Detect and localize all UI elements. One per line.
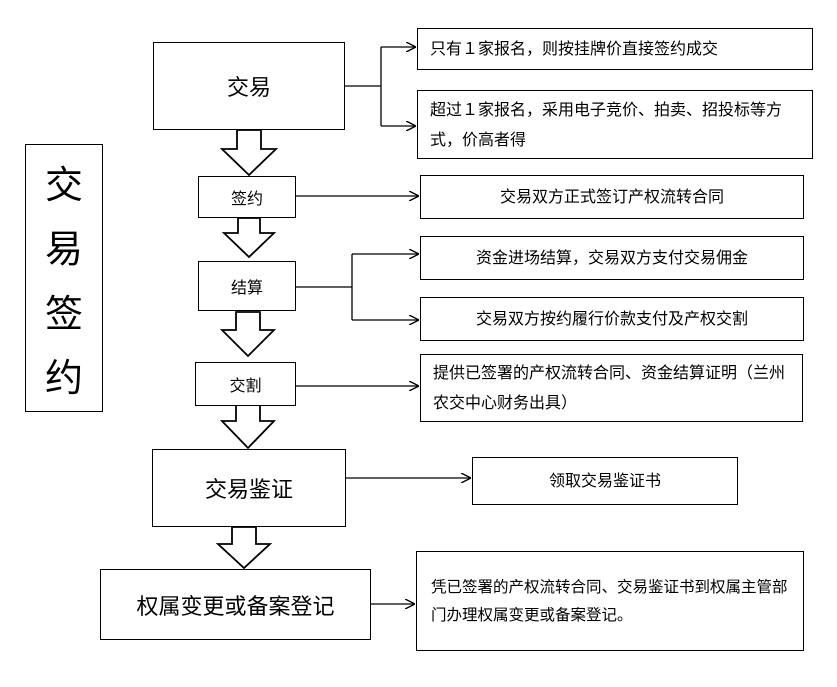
- down-arrow-icon: [219, 404, 277, 450]
- note-settle-pay-text: 交易双方按约履行价款支付及产权交割: [475, 309, 748, 328]
- note-verify-text: 领取交易鉴证书: [548, 471, 661, 490]
- note-deliver-text: 提供已签署的产权流转合同、资金结算证明（兰州农交中心财务出具）: [433, 363, 786, 412]
- note-sign: 交易双方正式签订产权流转合同: [420, 175, 804, 219]
- note-settle-funds-text: 资金进场结算，交易双方支付交易佣金: [475, 248, 748, 267]
- down-arrow-icon: [219, 129, 279, 177]
- side-title-char: 签: [44, 291, 83, 336]
- note-trade-multi: 超过１家报名，采用电子竞价、拍卖、招投标等方式，价高者得: [417, 90, 813, 159]
- step-trade-label: 交易: [226, 76, 271, 101]
- step-register-label: 权属变更或备案登记: [136, 594, 335, 620]
- note-settle-funds: 资金进场结算，交易双方支付交易佣金: [420, 236, 804, 280]
- note-sign-text: 交易双方正式签订产权流转合同: [499, 187, 724, 206]
- step-sign-label: 签约: [230, 189, 263, 208]
- step-settle-label: 结算: [230, 278, 263, 297]
- note-trade-single-text: 只有１家报名，则按挂牌价直接签约成交: [430, 39, 719, 58]
- side-title-box: 交 易 签 约: [25, 144, 103, 412]
- side-title-char: 约: [44, 355, 83, 400]
- note-trade-single: 只有１家报名，则按挂牌价直接签约成交: [417, 28, 813, 70]
- note-trade-multi-text: 超过１家报名，采用电子竞价、拍卖、招投标等方式，价高者得: [430, 99, 783, 149]
- step-deliver-label: 交割: [229, 376, 262, 395]
- side-title-char: 交: [44, 163, 83, 208]
- down-arrow-icon: [215, 526, 273, 570]
- note-register-text: 凭已签署的产权流转合同、交易鉴证书到权属主管部门办理权属变更或备案登记。: [431, 578, 788, 624]
- note-verify: 领取交易鉴证书: [472, 457, 738, 505]
- side-title-char: 易: [44, 227, 83, 272]
- down-arrow-icon: [219, 311, 277, 358]
- step-verify: 交易鉴证: [152, 449, 346, 527]
- step-verify-label: 交易鉴证: [204, 478, 293, 503]
- down-arrow-icon: [221, 217, 277, 259]
- step-deliver: 交割: [195, 362, 296, 406]
- note-register: 凭已签署的产权流转合同、交易鉴证书到权属主管部门办理权属变更或备案登记。: [416, 551, 804, 651]
- step-sign: 签约: [198, 176, 296, 218]
- note-deliver: 提供已签署的产权流转合同、资金结算证明（兰州农交中心财务出具）: [420, 354, 803, 422]
- note-settle-pay: 交易双方按约履行价款支付及产权交割: [420, 297, 804, 341]
- step-trade: 交易: [153, 42, 345, 130]
- step-settle: 结算: [198, 261, 296, 311]
- step-register: 权属变更或备案登记: [100, 569, 371, 640]
